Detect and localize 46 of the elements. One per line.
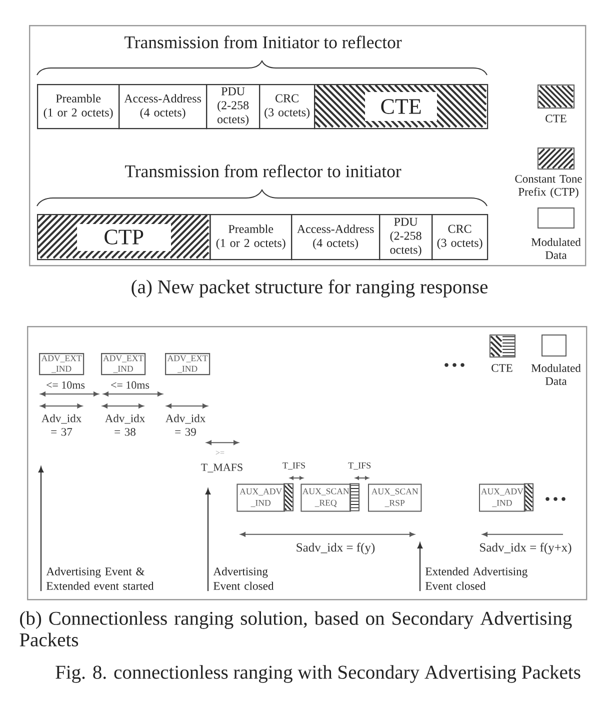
packet-box: AUX_ADV _IND [479,483,534,512]
event-label: Extended Advertising Event closed [426,567,528,590]
caption: Fig. 8. connectionless ranging with Secondary Advertising Packets [56,665,580,683]
packet-box: ADV_EXT _IND [39,353,84,376]
caption: (b) Connectionless ranging solution, based on Secondary Advertising Packets [20,611,572,646]
packet-field: Access-Address (4 octets) [291,214,380,260]
event-label: Advertising Event & Extended event started [46,567,154,590]
packet-field: CRC (3 octets) [432,214,488,260]
event-label: Advertising Event closed [213,567,274,590]
legend-label: CTE [546,114,566,122]
packet-field: PDU (2-258 octets) [206,84,260,130]
index-label: Adv_idx = 37 [41,414,82,436]
packet-box: AUX_SCAN _REQ [300,483,360,512]
panel-frame [29,25,586,266]
packet-field: Preamble (1 or 2 octets) [210,214,292,260]
caption: (a) New packet structure for ranging response [132,280,488,298]
heading: Transmission from Initiator to reflector [124,36,402,48]
packet-field: Access-Address (4 octets) [118,84,208,130]
interval-label: <= 10ms [46,381,85,389]
index-label: Sadv_idx = f(y+x) [480,542,572,554]
index-label: Adv_idx = 39 [165,414,206,436]
packet-box: AUX_ADV _IND [236,483,294,512]
legend-label: Modulated Data [531,364,581,386]
arrow [38,466,44,592]
packet-field: PDU (2-258 octets) [379,214,433,260]
arrow [417,542,423,592]
hatched-field: CTE [314,84,488,130]
packet-box: ADV_EXT _IND [165,353,210,376]
legend-label: Constant Tone Prefix (CTP) [515,174,582,198]
packet-box: AUX_SCAN _RSP [368,484,422,512]
packet-field: CRC (3 octets) [259,84,316,130]
arrow [205,488,211,592]
interval-label: T_IFS [282,462,305,470]
interval-label: >= [216,450,224,455]
packet-field: Preamble (1 or 2 octets) [37,84,120,130]
panel-frame [27,326,588,600]
interval-label: T_MAFS [201,464,242,472]
legend-label: CTE [492,364,512,372]
interval-label: <= 10ms [111,381,150,389]
legend-label: Modulated Data [531,238,581,260]
index-label: Sadv_idx = f(y) [296,542,375,554]
index-label: Adv_idx = 38 [104,414,145,436]
hatched-field: CTP [37,214,211,260]
interval-label: T_IFS [348,462,371,470]
packet-box: ADV_EXT _IND [101,353,146,376]
heading: Transmission from reflector to initiator [125,164,402,178]
